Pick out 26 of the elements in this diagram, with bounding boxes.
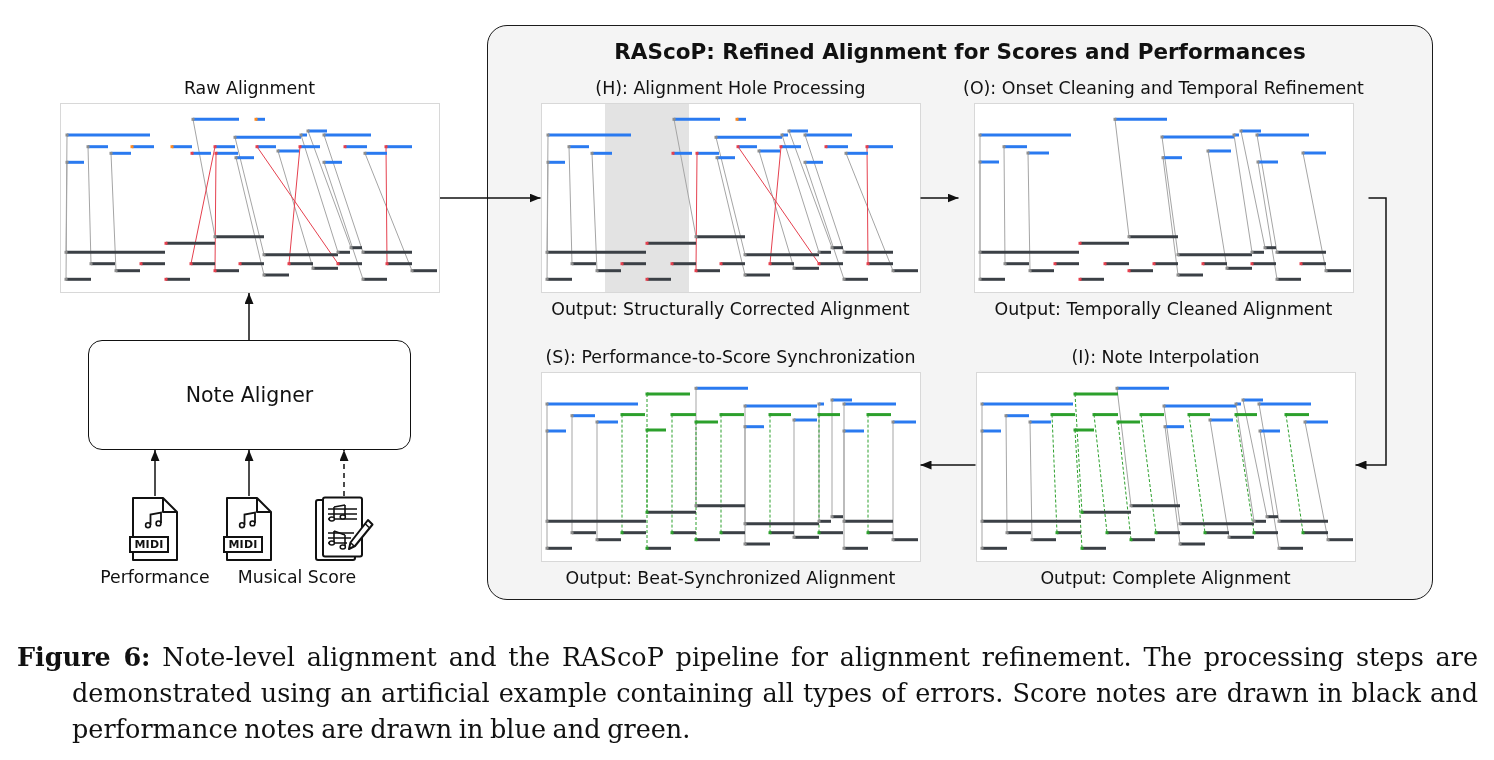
panel-title: Raw Alignment	[183, 77, 316, 99]
file-type-tag: MIDI	[129, 536, 169, 553]
panel-title: (I): Note Interpolation	[1071, 345, 1260, 368]
file-type-tag: MIDI	[223, 536, 263, 553]
panel-title: (O): Onset Cleaning and Temporal Refinement	[963, 76, 1364, 99]
pipeline-title: RAScoP: Refined Alignment for Scores and Performances	[614, 39, 1306, 65]
output-caption: Output: Beat-Synchronized Alignment	[565, 567, 896, 588]
process-box: Note Aligner	[88, 340, 411, 450]
output-caption: Output: Complete Alignment	[1040, 567, 1291, 588]
arrow	[439, 193, 542, 203]
input-label: Musical Score	[237, 566, 357, 588]
pipeline-panel	[487, 25, 1433, 600]
panel-title: (S): Performance-to-Score Synchronization	[545, 345, 916, 368]
sheet-music-icon	[314, 496, 374, 562]
panel-title: (H): Alignment Hole Processing	[595, 76, 866, 99]
dashed-arrow	[339, 449, 349, 497]
output-caption: Output: Structurally Corrected Alignment	[551, 298, 910, 319]
figure-caption: Figure 6: Note-level alignment and the RAScoP pipeline for alignment refinement. The processing steps are demonstrated using an artificial example containing all types of errors. Score notes are drawn in black and performance notes are drawn in blue and green.	[17, 641, 1478, 746]
output-caption: Output: Temporally Cleaned Alignment	[994, 298, 1333, 319]
arrow	[244, 292, 254, 341]
arrow	[150, 449, 160, 497]
input-label: Performance	[100, 566, 210, 588]
arrow	[244, 449, 254, 497]
arrow	[919, 460, 977, 470]
arrow	[1354, 197, 1387, 470]
arrow	[919, 193, 960, 203]
